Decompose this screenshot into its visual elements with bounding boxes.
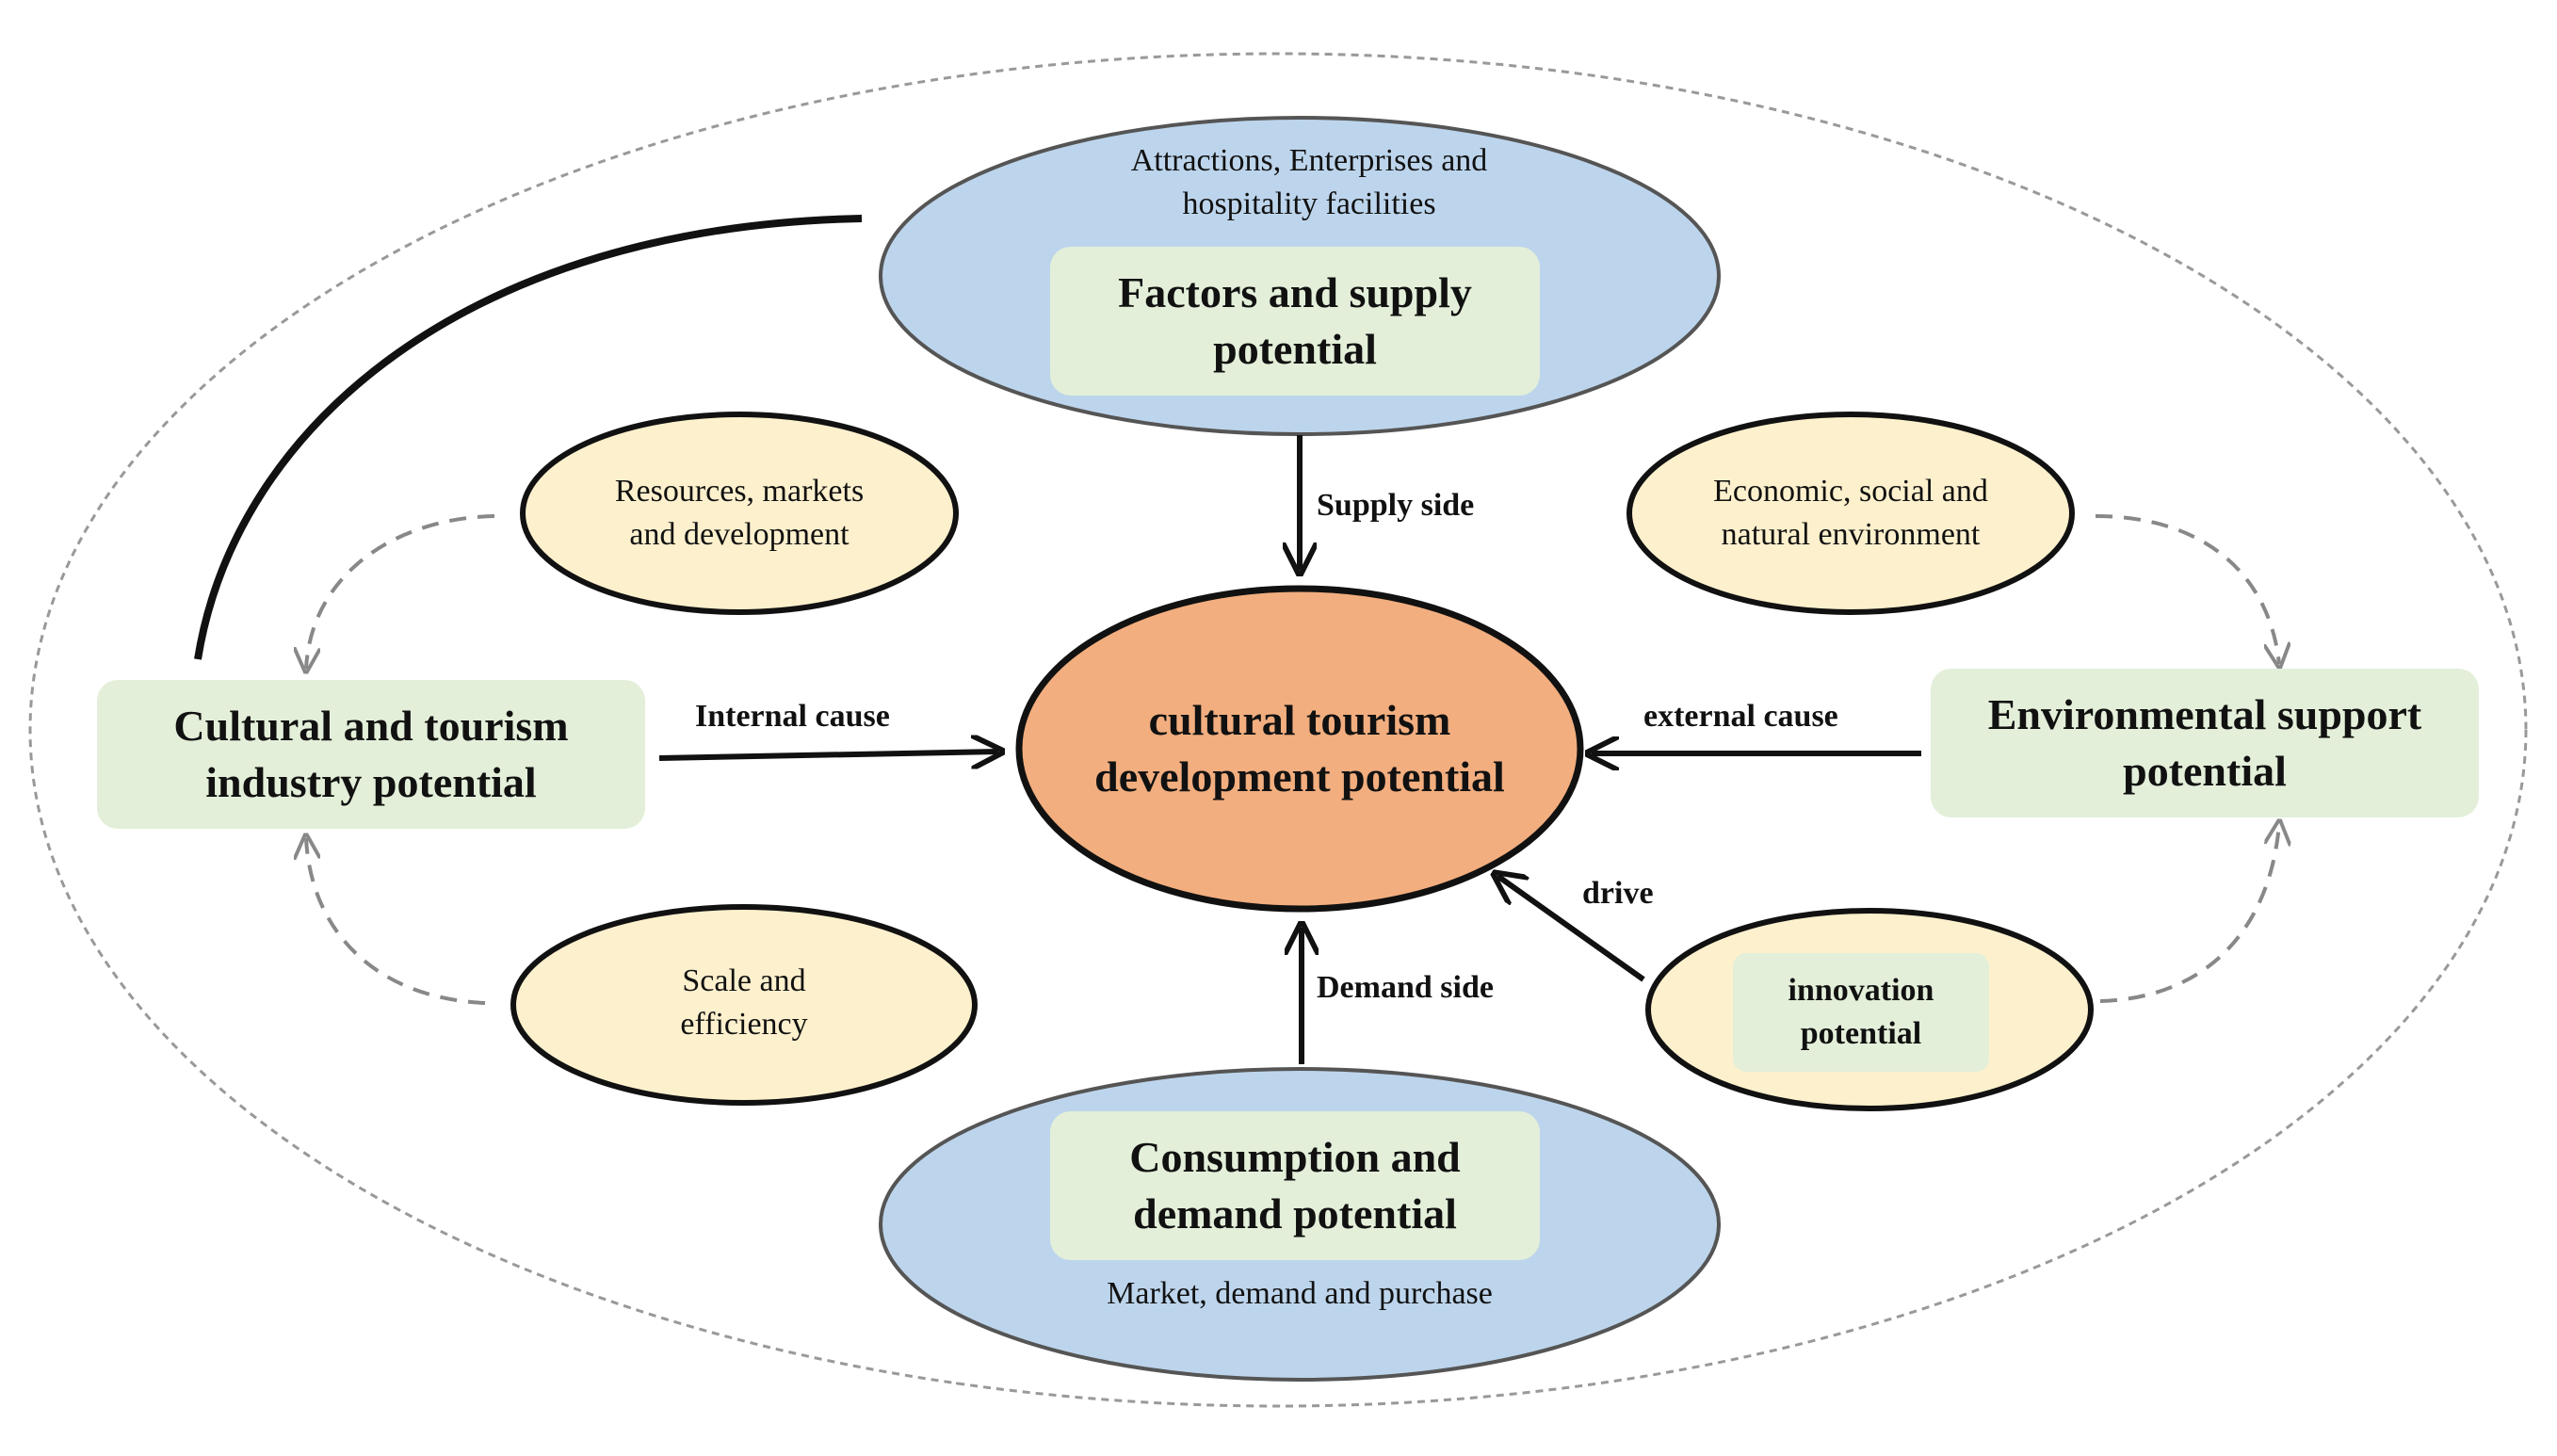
center-label: cultural tourism development potential [1094,696,1505,801]
outer-boundary-ellipse [28,52,2528,1408]
scale-ellipse [510,904,978,1106]
resources-label: Resources, markets and development [614,474,865,552]
resources-ellipse [520,412,959,615]
demand-side-label: Demand side [1317,970,1494,1005]
scale-to-industry-dashed-arrow [306,838,486,1005]
economic-to-environment-dashed-arrow [2095,514,2279,664]
innovation-to-environment-dashed-arrow [2099,824,2279,1003]
environment-potential-box: Environmental support potential [1931,669,2479,817]
demand-caption: Market, demand and purchase [1107,1276,1493,1311]
external-cause-label: external cause [1643,699,1838,734]
innovation-potential-box: innovation potential [1733,953,1989,1072]
supply-potential-box: Factors and supply potential [1050,247,1540,396]
drive-arrow [1497,876,1645,982]
industry-potential-box: Cultural and tourism industry potential [97,680,645,829]
industry-supply-curve [194,215,863,660]
internal-cause-label: Internal cause [695,699,890,734]
economic-label: Economic, social and natural environment [1713,474,1988,552]
resources-to-industry-dashed-arrow [306,514,495,669]
scale-label: Scale and efficiency [680,963,808,1042]
drive-label: drive [1582,876,1654,911]
economic-ellipse [1626,412,2075,615]
supply-caption: Attractions, Enterprises and hospitality… [1130,143,1488,221]
demand-potential-box: Consumption and demand potential [1050,1111,1540,1260]
center-ellipse [1015,585,1584,913]
supply-side-label: Supply side [1317,488,1475,523]
internal-cause-arrow [658,752,998,758]
